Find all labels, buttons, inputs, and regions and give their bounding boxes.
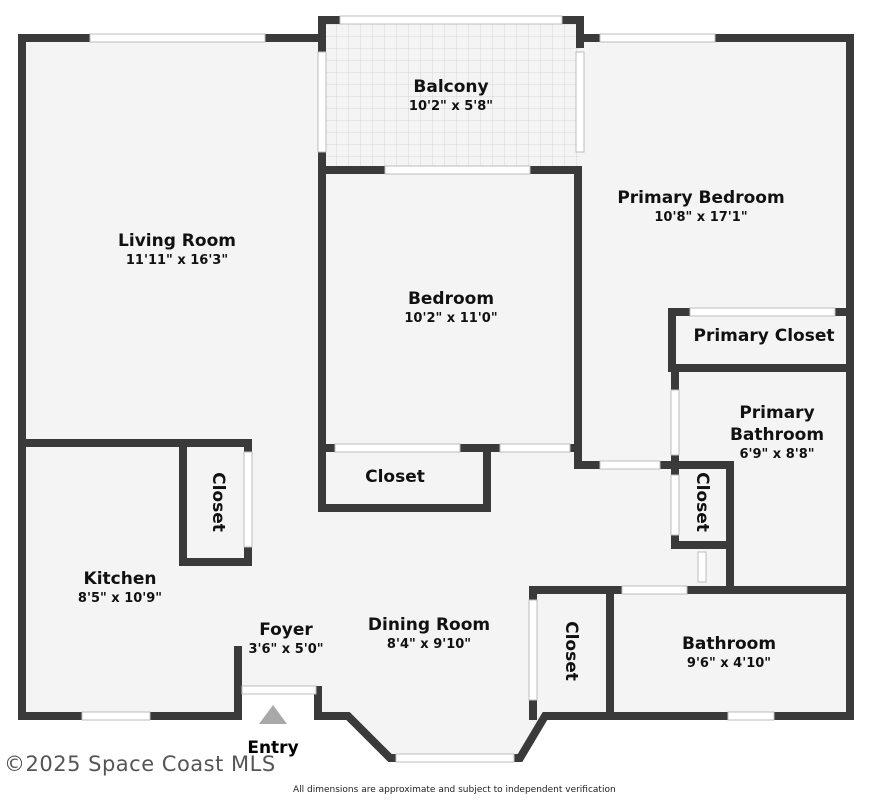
window xyxy=(339,15,563,25)
room-name: Foyer xyxy=(259,620,313,640)
door xyxy=(528,599,538,701)
room-dining-closet: Closet xyxy=(560,621,582,681)
door xyxy=(243,451,253,548)
room-name: Closet xyxy=(365,467,425,487)
window xyxy=(317,51,327,153)
room-foyer: Foyer 3'6" x 5'0" xyxy=(248,619,323,659)
room-dimensions: 10'8" x 17'1" xyxy=(654,210,748,225)
window xyxy=(727,711,775,721)
room-name: Closet xyxy=(692,472,712,532)
room-name: Primary Closet xyxy=(693,326,835,346)
room-bathroom: Bathroom 9'6" x 4'10" xyxy=(682,633,776,673)
room-name: Closet xyxy=(208,472,228,532)
room-dimensions: 3'6" x 5'0" xyxy=(248,642,324,657)
window xyxy=(575,51,585,153)
room-name: Primary Bedroom xyxy=(617,188,785,208)
windows-and-doors xyxy=(81,15,836,763)
window xyxy=(81,711,151,721)
room-name: Dining Room xyxy=(367,615,491,635)
entry-arrow-icon xyxy=(259,705,287,724)
room-name: Bathroom xyxy=(681,634,777,654)
door xyxy=(334,443,461,453)
room-name: Living Room xyxy=(118,231,236,251)
room-primary-bedroom: Primary Bedroom 10'8" x 17'1" xyxy=(617,187,784,227)
door xyxy=(670,474,680,536)
room-dimensions: 8'5" x 10'9" xyxy=(77,591,163,606)
window xyxy=(395,753,515,763)
entry-label: Entry xyxy=(247,738,299,758)
room-dimensions: 9'6" x 4'10" xyxy=(686,656,772,671)
door xyxy=(689,307,836,317)
room-bedroom: Bedroom 10'2" x 11'0" xyxy=(404,288,497,328)
door xyxy=(697,551,707,583)
entry-door xyxy=(241,685,317,695)
door xyxy=(384,165,531,175)
room-kitchen-closet: Closet xyxy=(207,472,229,532)
door xyxy=(621,585,688,595)
floor-area xyxy=(22,38,850,758)
room-name: Bedroom xyxy=(407,289,495,309)
room-dimensions: 11'11" x 16'3" xyxy=(125,253,229,268)
room-name: Primary xyxy=(739,403,815,423)
room-name: Closet xyxy=(561,621,581,681)
window xyxy=(89,33,266,43)
room-bedroom-closet: Closet xyxy=(365,466,425,488)
room-balcony: Balcony 10'2" x 5'8" xyxy=(409,76,493,116)
balcony-floor xyxy=(322,20,580,170)
copyright-watermark: ©2025 Space Coast MLS xyxy=(4,752,276,776)
room-name: Kitchen xyxy=(83,569,157,589)
room-dining-room: Dining Room 8'4" x 9'10" xyxy=(368,614,490,654)
room-primary-closet: Primary Closet xyxy=(694,325,835,347)
door xyxy=(670,389,680,456)
room-name: Bathroom xyxy=(729,425,825,445)
room-kitchen: Kitchen 8'5" x 10'9" xyxy=(78,568,162,608)
disclaimer: All dimensions are approximate and subje… xyxy=(293,785,616,795)
room-bath-closet: Closet xyxy=(691,472,713,532)
room-name: Balcony xyxy=(413,77,489,97)
room-living-room: Living Room 11'11" x 16'3" xyxy=(118,230,236,270)
window xyxy=(599,33,716,43)
door xyxy=(599,460,661,470)
room-dimensions: 6'9" x 8'8" xyxy=(739,447,815,462)
room-dimensions: 10'2" x 5'8" xyxy=(408,99,494,114)
room-dimensions: 10'2" x 11'0" xyxy=(404,311,498,326)
door xyxy=(499,443,571,453)
room-dimensions: 8'4" x 9'10" xyxy=(386,637,472,652)
